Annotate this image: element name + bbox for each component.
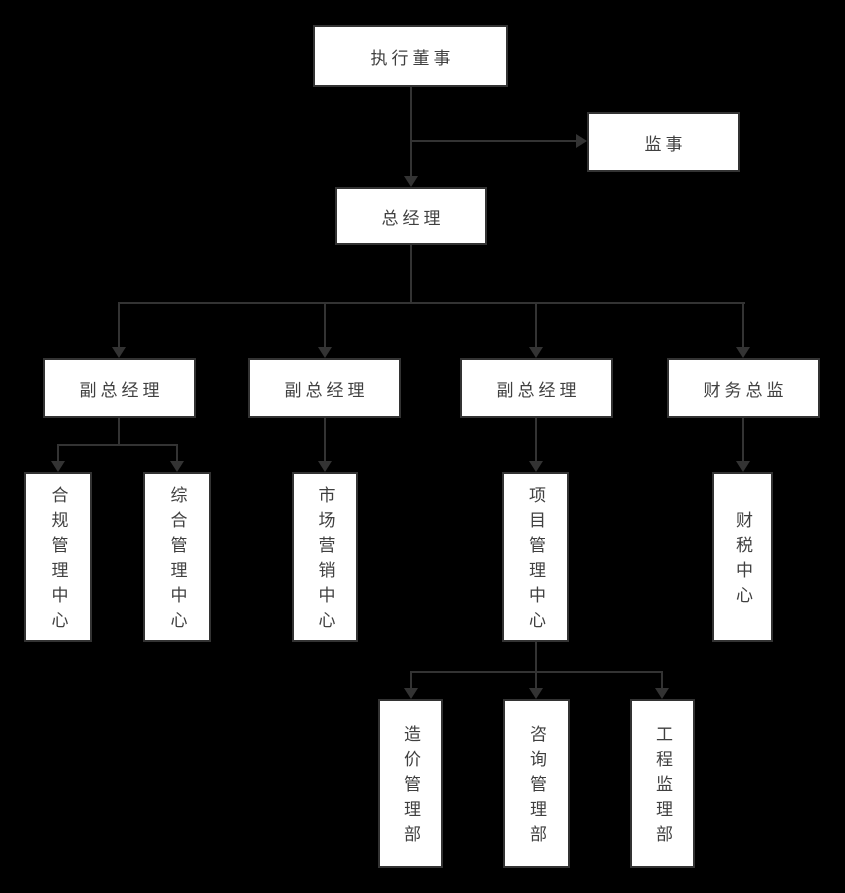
node-consulting-management-dept: 咨询管理部 [503, 699, 570, 868]
node-general-manager: 总经理 [335, 187, 487, 245]
edge-exec-gm-arrowhead-icon [404, 176, 418, 187]
edge-exec-supervisor-line-h [410, 140, 577, 142]
edge-cfo-financetax-line-v [742, 418, 744, 462]
edge-dgm2-marketing-arrowhead-icon [318, 461, 332, 472]
edge-gm-dgm1-line-v [118, 302, 120, 348]
edge-gm-dgm2-line-v [324, 302, 326, 348]
edge-gm-bus-line-h [119, 302, 745, 304]
edge-dgm1-compliance-arrowhead-icon [51, 461, 65, 472]
node-cost-management-dept: 造价管理部 [378, 699, 443, 868]
edge-exec-supervisor-arrowhead-icon [576, 134, 587, 148]
edge-gm-dgm3-arrowhead-icon [529, 347, 543, 358]
edge-project-consulting-line-v [535, 671, 537, 689]
node-engineering-supervision-dept-label: 工程监理部 [653, 725, 672, 850]
node-finance-director-label: 财务总监 [703, 380, 788, 400]
edge-project-cost-line-v [410, 671, 412, 689]
node-finance-tax-center: 财税中心 [712, 472, 773, 642]
node-project-management-center-label: 项目管理中心 [526, 486, 545, 636]
edge-gm-dgm2-arrowhead-icon [318, 347, 332, 358]
node-deputy-gm-3-label: 副总经理 [496, 380, 581, 400]
edge-dgm3-project-arrowhead-icon [529, 461, 543, 472]
node-general-manager-label: 总经理 [381, 208, 445, 228]
node-general-management-center: 综合管理中心 [143, 472, 211, 642]
edge-dgm1-compliance-line-v [57, 444, 59, 462]
node-deputy-gm-2-label: 副总经理 [284, 380, 369, 400]
node-general-management-center-label: 综合管理中心 [167, 486, 187, 636]
node-compliance-center-label: 合规管理中心 [48, 486, 68, 636]
node-deputy-gm-3: 副总经理 [460, 358, 613, 418]
node-marketing-center-label: 市场营销中心 [315, 486, 335, 636]
edge-project-supervision-arrowhead-icon [655, 688, 669, 699]
edge-cfo-financetax-arrowhead-icon [736, 461, 750, 472]
edge-dgm1-bus-line-h [57, 444, 178, 446]
node-deputy-gm-2: 副总经理 [248, 358, 401, 418]
node-deputy-gm-1-label: 副总经理 [79, 380, 164, 400]
edge-project-consulting-arrowhead-icon [529, 688, 543, 699]
edge-dgm1-genmgmt-arrowhead-icon [170, 461, 184, 472]
edge-project-cost-arrowhead-icon [404, 688, 418, 699]
node-executive-director: 执行董事 [313, 25, 508, 87]
edge-dgm2-marketing-line-v [324, 418, 326, 462]
edge-gm-cfo-arrowhead-icon [736, 347, 750, 358]
node-finance-director: 财务总监 [667, 358, 820, 418]
node-consulting-management-dept-label: 咨询管理部 [527, 725, 546, 850]
edge-project-supervision-line-v [661, 671, 663, 689]
node-supervisor-label: 监事 [644, 134, 687, 154]
node-deputy-gm-1: 副总经理 [43, 358, 196, 418]
node-project-management-center: 项目管理中心 [502, 472, 569, 642]
edge-gm-trunk-line-v [410, 245, 412, 303]
node-executive-director-label: 执行董事 [370, 48, 455, 68]
edge-gm-dgm3-line-v [535, 302, 537, 348]
node-cost-management-dept-label: 造价管理部 [401, 725, 420, 850]
edge-project-trunk-line-v [535, 642, 537, 673]
node-engineering-supervision-dept: 工程监理部 [630, 699, 695, 868]
edge-dgm1-genmgmt-line-v [176, 444, 178, 462]
node-compliance-center: 合规管理中心 [24, 472, 92, 642]
node-supervisor: 监事 [587, 112, 740, 172]
node-finance-tax-center-label: 财税中心 [733, 511, 752, 611]
edge-gm-cfo-line-v [742, 302, 744, 348]
edge-dgm1-trunk-line-v [118, 418, 120, 445]
edge-dgm3-project-line-v [535, 418, 537, 462]
edge-exec-gm-line-v [410, 87, 412, 178]
edge-gm-dgm1-arrowhead-icon [112, 347, 126, 358]
node-marketing-center: 市场营销中心 [292, 472, 358, 642]
